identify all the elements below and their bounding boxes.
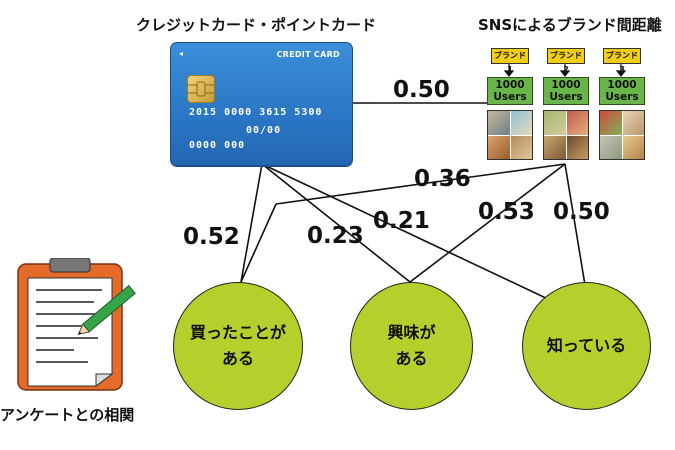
photo-thumb [544, 111, 566, 135]
chip-lines [188, 81, 214, 97]
photo-thumb [566, 135, 588, 159]
edge-bought-bend [240, 203, 277, 283]
node-interested-line2: ある [395, 349, 428, 368]
brand-tag-1: ブランド1 [491, 48, 529, 74]
edge-sns-known [564, 163, 586, 286]
card-holder: 0000 000 [189, 140, 246, 151]
node-known-label: 知っている [546, 336, 627, 355]
photo-thumb [566, 111, 588, 135]
credit-card: ◂ CREDIT CARD 2015 0000 3615 5300 00/00 … [170, 42, 353, 166]
weight-sns-known: 0.50 [553, 199, 610, 225]
edge-card-known [261, 163, 551, 301]
node-bought: 買ったことが ある [173, 282, 303, 410]
photo-thumb [510, 135, 532, 159]
photo-thumb [600, 135, 622, 159]
edge-card-bought [240, 163, 263, 283]
weight-card-interested: 0.23 [307, 223, 364, 249]
users-unit-3: Users [605, 91, 639, 103]
node-bought-line1: 買ったことが [189, 323, 286, 342]
weight-card-bought: 0.52 [183, 224, 240, 250]
weight-sns-interested: 0.53 [478, 199, 535, 225]
card-expiry: 00/00 [246, 125, 282, 136]
clipboard-icon [17, 258, 136, 391]
photo-thumb [544, 135, 566, 159]
card-chip-icon [187, 75, 215, 103]
users-count-3: 1000 [607, 79, 637, 91]
node-bought-line2: ある [221, 349, 254, 368]
photo-thumb [622, 111, 644, 135]
photo-thumb [622, 135, 644, 159]
edge-sns-interested [409, 163, 566, 283]
users-count-1: 1000 [495, 79, 525, 91]
survey-title: アンケートとの相関 [0, 406, 135, 424]
photo-thumb [488, 135, 510, 159]
node-interested: 興味が ある [350, 282, 473, 410]
photo-grid-2 [543, 110, 589, 160]
brand-arrows [503, 64, 627, 77]
weight-card-sns: 0.50 [393, 77, 450, 103]
users-box-3: 1000 Users [599, 77, 645, 105]
brand-tag-3: ブランド3 [603, 48, 641, 74]
weight-card-known: 0.21 [373, 208, 430, 234]
card-number: 2015 0000 3615 5300 [189, 107, 323, 118]
users-box-2: 1000 Users [543, 77, 589, 105]
users-unit-1: Users [493, 91, 527, 103]
edge-card-interested [261, 163, 411, 283]
sns-title: SNSによるブランド間距離 [478, 16, 662, 34]
weight-sns-bought: 0.36 [414, 166, 471, 192]
edge-sns-bought [275, 163, 566, 205]
card-arrow-icon: ◂ [179, 49, 184, 58]
users-unit-2: Users [549, 91, 583, 103]
node-known: 知っている [522, 282, 651, 410]
card-label: CREDIT CARD [276, 50, 340, 59]
photo-thumb [510, 111, 532, 135]
photo-thumb [600, 111, 622, 135]
card-title: クレジットカード・ポイントカード [136, 16, 377, 34]
users-box-1: 1000 Users [487, 77, 533, 105]
photo-grid-1 [487, 110, 533, 160]
photo-grid-3 [599, 110, 645, 160]
photo-thumb [488, 111, 510, 135]
brand-tag-2: ブランド2 [547, 48, 585, 74]
users-count-2: 1000 [551, 79, 581, 91]
node-interested-line1: 興味が [387, 323, 436, 342]
